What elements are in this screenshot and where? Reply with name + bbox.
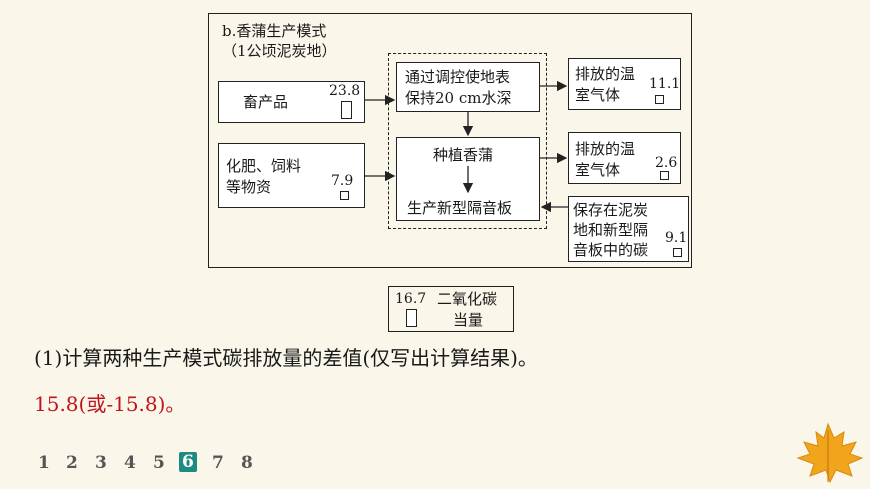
legend-marker <box>406 309 417 327</box>
diagram-title: b.香蒲生产模式 <box>222 22 327 40</box>
storage-line-1: 保存在泥炭 <box>573 201 649 219</box>
page-8[interactable]: 8 <box>241 453 253 473</box>
fertilizer-label-2: 等物资 <box>226 178 272 196</box>
page-7[interactable]: 7 <box>212 453 224 473</box>
page-6-current[interactable]: 6 <box>179 452 197 472</box>
page-5[interactable]: 5 <box>153 453 165 473</box>
legend-box: 16.7 二氧化碳 当量 <box>388 286 514 332</box>
water-control-box: 通过调控使地表 保持20 cm水深 <box>396 62 540 112</box>
legend-value: 16.7 <box>395 291 427 307</box>
emission-2-marker <box>660 171 669 180</box>
livestock-value: 23.8 <box>329 83 361 99</box>
fertilizer-box: 化肥、饲料 等物资 7.9 <box>218 143 365 208</box>
storage-value: 9.1 <box>665 230 688 246</box>
page-2[interactable]: 2 <box>66 453 78 473</box>
process-group <box>388 53 547 229</box>
emission-box-1: 排放的温 室气体 11.1 <box>568 58 681 110</box>
livestock-label: 畜产品 <box>243 93 289 111</box>
answer-text: 15.8(或-15.8)。 <box>34 392 186 416</box>
fertilizer-marker <box>340 191 349 200</box>
storage-line-2: 地和新型隔 <box>573 221 649 239</box>
diagram-subtitle: （1公顷泥炭地） <box>222 42 337 60</box>
emission-2-line-2: 室气体 <box>575 161 621 179</box>
storage-line-3: 音板中的碳 <box>573 241 649 259</box>
carbon-storage-box: 保存在泥炭 地和新型隔 音板中的碳 9.1 <box>568 196 689 262</box>
storage-marker <box>673 248 682 257</box>
emission-1-marker <box>655 95 664 104</box>
fertilizer-label-1: 化肥、饲料 <box>226 157 302 175</box>
emission-1-line-1: 排放的温 <box>575 65 636 83</box>
legend-label-2: 当量 <box>453 311 484 329</box>
emission-2-line-1: 排放的温 <box>575 140 636 158</box>
emission-1-value: 11.1 <box>649 76 681 92</box>
page-3[interactable]: 3 <box>95 453 107 473</box>
emission-1-line-2: 室气体 <box>575 86 621 104</box>
cattail-label: 种植香蒲 <box>433 146 494 164</box>
emission-box-2: 排放的温 室气体 2.6 <box>568 132 681 184</box>
livestock-marker <box>341 101 352 119</box>
emission-2-value: 2.6 <box>655 155 678 171</box>
question-text: (1)计算两种生产模式碳排放量的差值(仅写出计算结果)。 <box>34 346 538 370</box>
board-label: 生产新型隔音板 <box>407 199 513 217</box>
legend-label-1: 二氧化碳 <box>437 290 498 308</box>
cattail-box: 种植香蒲 生产新型隔音板 <box>396 137 540 221</box>
water-control-line-2: 保持20 cm水深 <box>405 89 512 107</box>
fertilizer-value: 7.9 <box>331 173 354 189</box>
livestock-box: 畜产品 23.8 <box>218 81 365 123</box>
water-control-line-1: 通过调控使地表 <box>405 68 511 86</box>
page-1[interactable]: 1 <box>38 453 50 473</box>
page-4[interactable]: 4 <box>124 453 136 473</box>
maple-leaf-icon <box>796 422 864 484</box>
